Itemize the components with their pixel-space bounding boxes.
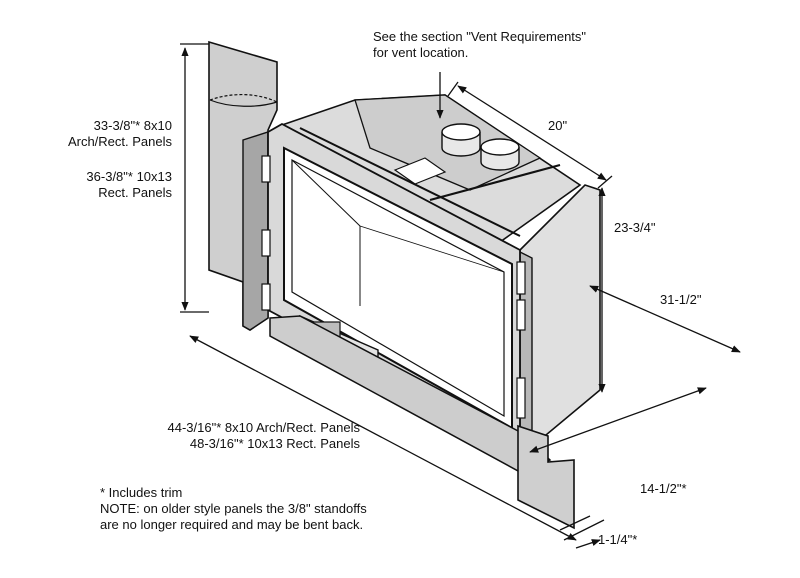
footnote-includes-trim: * Includes trim	[100, 485, 183, 500]
left-surround-panel	[208, 40, 278, 331]
dimension-overall-depth: 31-1/2"	[660, 292, 702, 307]
dimension-height-upper-line-2: Arch/Rect. Panels	[67, 134, 172, 149]
dimension-height-upper-line-1: 33-3/8"* 8x10	[93, 118, 172, 133]
left-hinge-tabs	[261, 155, 271, 311]
dimension-height-lower-line-1: 36-3/8"* 10x13	[86, 169, 172, 184]
vent-collar-right	[480, 138, 520, 171]
dimension-standoff: 1-1/4"*	[598, 532, 638, 547]
dimension-depth-top: 20"	[548, 118, 568, 133]
footnote-note-line-1: NOTE: on older style panels the 3/8" sta…	[100, 501, 367, 516]
dimension-width-line-1: 44-3/16"* 8x10 Arch/Rect. Panels	[167, 420, 360, 435]
dimension-lines	[180, 43, 741, 549]
vent-note-line-2: for vent location.	[373, 45, 469, 60]
dimension-height-lower-line-2: Rect. Panels	[98, 185, 172, 200]
vent-collar-left	[441, 123, 481, 157]
vent-note-line-1: See the section "Vent Requirements"	[373, 29, 587, 44]
dimension-side-depth: 14-1/2"*	[640, 481, 687, 496]
right-surround-panel	[517, 424, 575, 530]
unit-right-side	[519, 184, 601, 441]
footnote-note-line-2: are no longer required and may be bent b…	[100, 517, 364, 532]
dimension-firebox-height: 23-3/4"	[614, 220, 656, 235]
dimension-width-line-2: 48-3/16"* 10x13 Rect. Panels	[189, 436, 360, 451]
